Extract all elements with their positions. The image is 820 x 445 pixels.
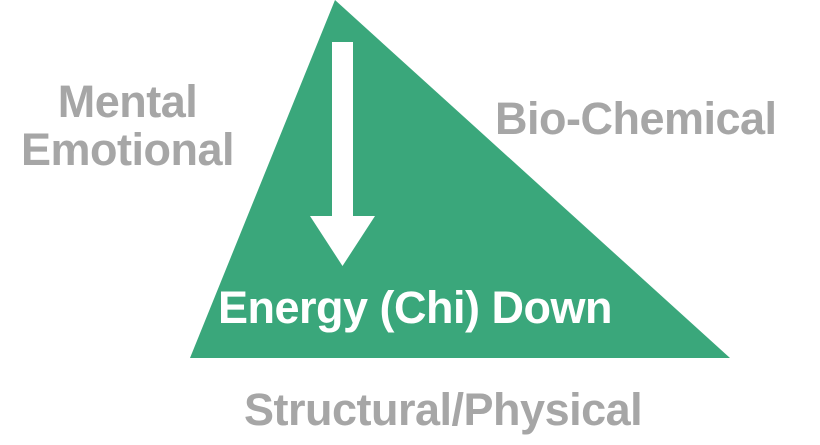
label-structural-physical: Structural/Physical	[244, 384, 643, 435]
label-mental: Mental	[57, 76, 198, 127]
label-energy-chi-down: Energy (Chi) Down	[218, 282, 613, 333]
label-mental-emotional: Mental Emotional	[0, 78, 255, 173]
down-arrow-icon	[310, 42, 375, 266]
label-emotional: Emotional	[20, 123, 235, 175]
label-bio-chemical: Bio-Chemical	[495, 93, 777, 144]
green-triangle-shape	[190, 0, 730, 358]
